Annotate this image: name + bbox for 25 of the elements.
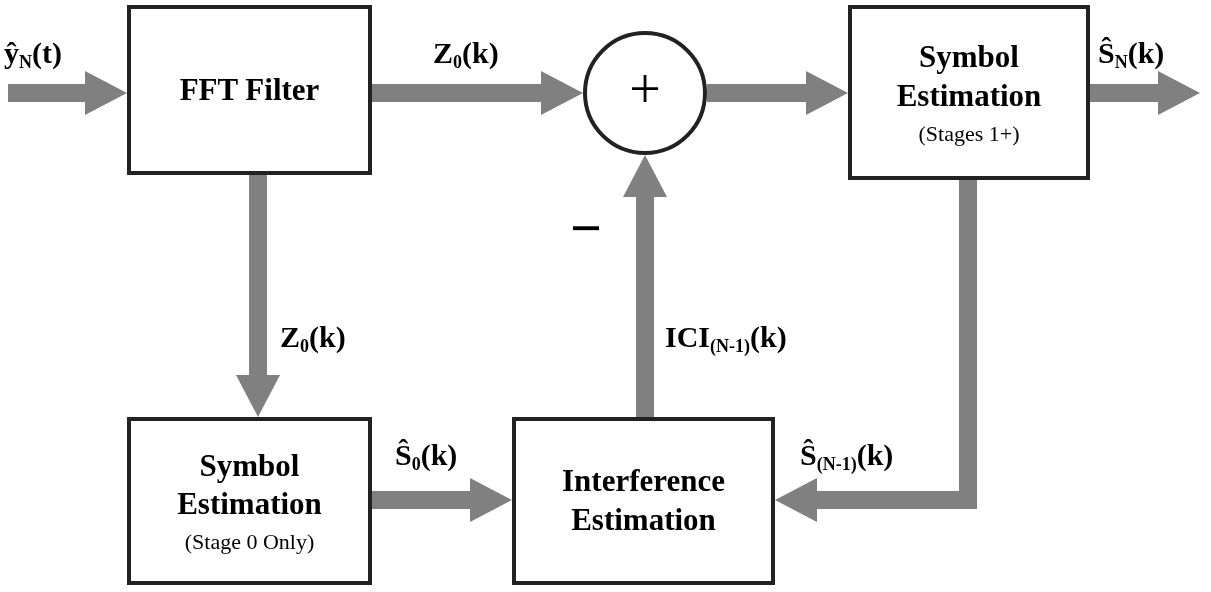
arrow — [623, 155, 667, 417]
arrow — [775, 180, 977, 522]
arrow — [1090, 71, 1200, 115]
plus-sign: + — [629, 61, 661, 117]
edge-label: ŷ$_{N}$(t) — [4, 38, 62, 68]
arrow — [372, 478, 512, 522]
edge-label: Z$_{0}$(k) — [433, 38, 499, 68]
process-box — [127, 417, 372, 585]
block-title: Interference Estimation — [561, 462, 726, 539]
block-subtitle: (Stage 0 Only) — [184, 528, 315, 556]
process-box — [127, 5, 372, 175]
arrow — [372, 71, 583, 115]
block-title: Symbol Estimation — [176, 446, 323, 524]
arrow — [236, 175, 280, 417]
edge-label: Ŝ$_{0}$(k) — [395, 440, 458, 470]
block-subtitle: (Stages 1+) — [918, 119, 1020, 147]
block-title: FFT Filter — [178, 70, 321, 109]
edge-label: Ŝ$_{N}$(k) — [1098, 38, 1165, 68]
edge-label: Z$_{0}$(k) — [280, 322, 346, 352]
arrow — [707, 71, 848, 115]
minus-sign: − — [570, 200, 602, 256]
process-box — [848, 5, 1090, 180]
process-box — [512, 417, 775, 585]
arrow — [8, 71, 127, 115]
block-title: Symbol Estimation — [895, 38, 1043, 115]
